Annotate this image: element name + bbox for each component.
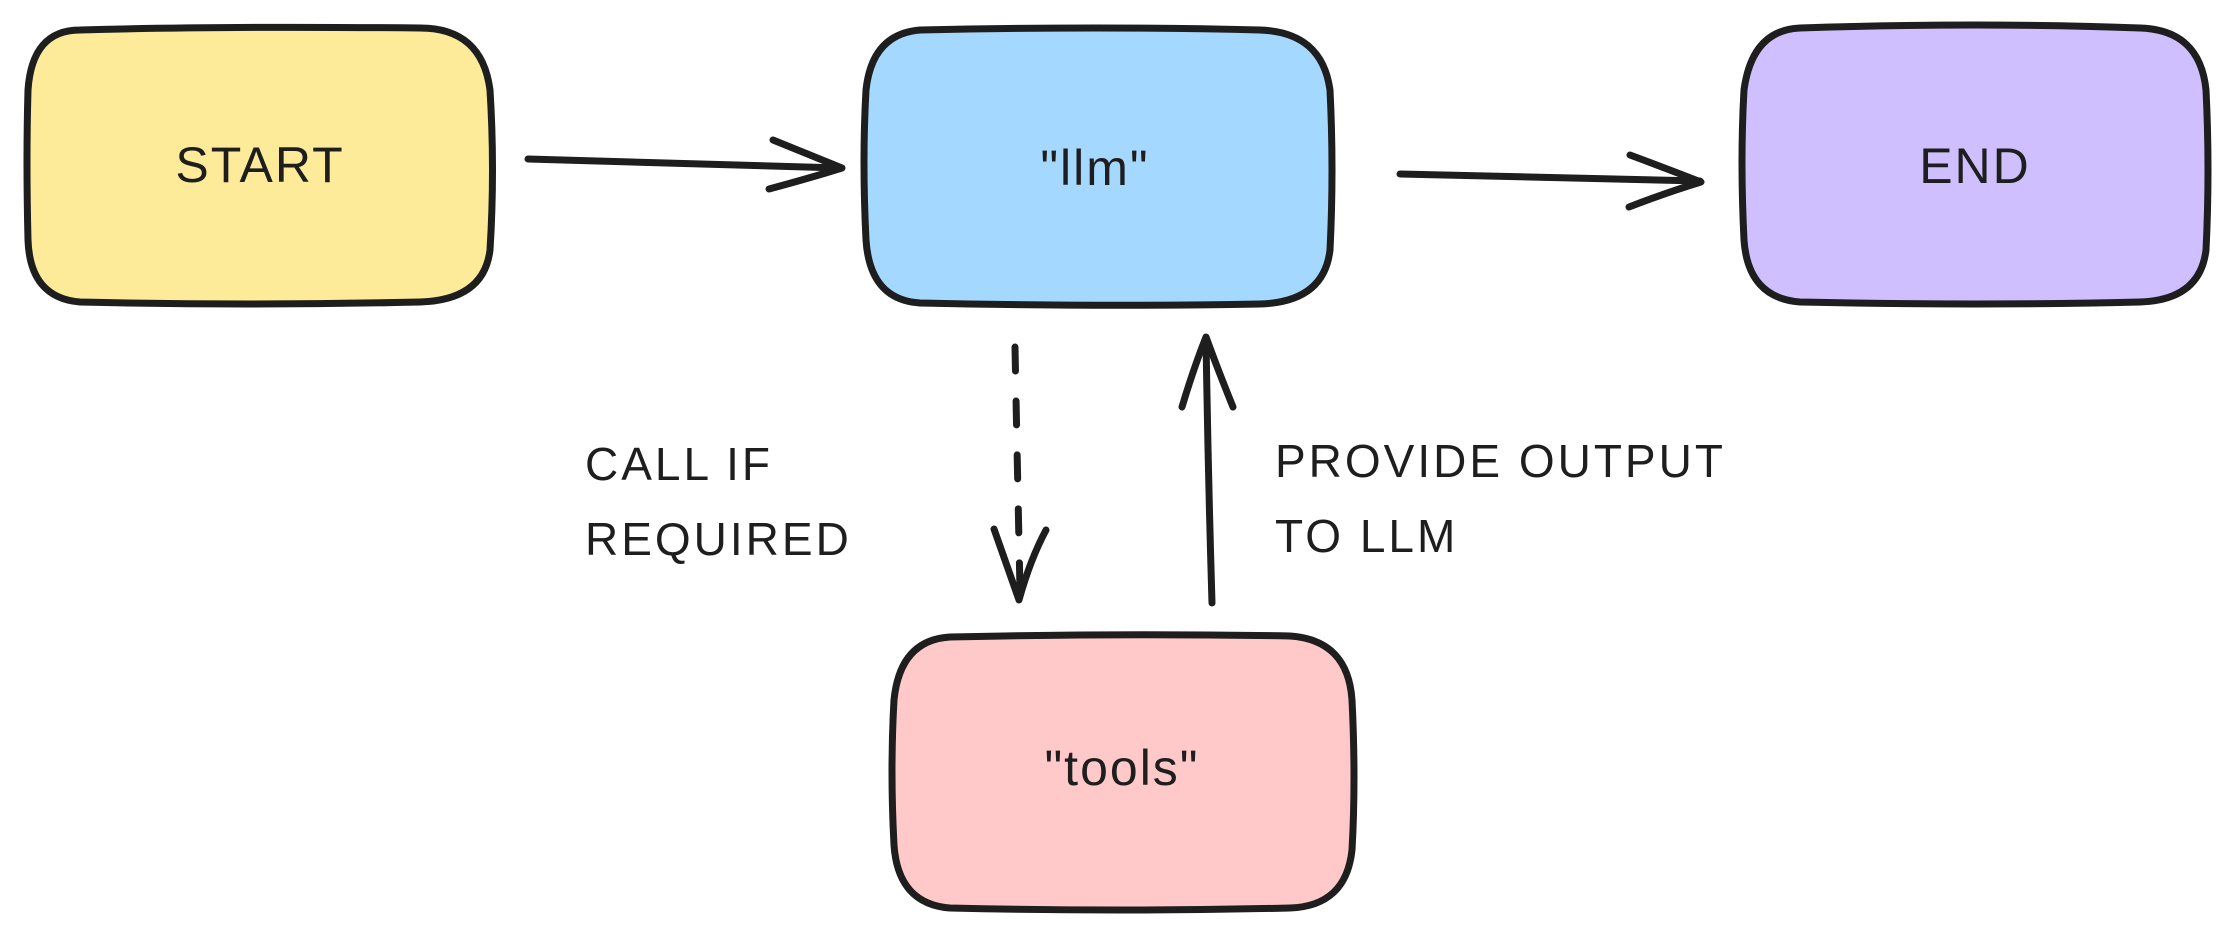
edge-start-to-llm-line bbox=[524, 155, 844, 172]
node-llm-label: "llm" bbox=[1040, 140, 1149, 196]
edge-start-to-llm[interactable] bbox=[524, 136, 846, 193]
node-end-box bbox=[1738, 21, 2212, 308]
edge-llm-to-tools[interactable] bbox=[990, 343, 1050, 604]
node-start[interactable]: START bbox=[23, 23, 496, 308]
node-start-box bbox=[23, 23, 496, 308]
arrowhead-up-icon bbox=[1178, 333, 1237, 411]
node-start-label: START bbox=[175, 137, 344, 193]
edge-tools-to-llm[interactable] bbox=[1178, 333, 1237, 607]
edge-llm-to-end[interactable] bbox=[1396, 151, 1705, 211]
node-tools[interactable]: "tools" bbox=[888, 631, 1358, 914]
edge-label-provide-output: PROVIDE OUTPUT TO LLM bbox=[1275, 435, 1726, 562]
node-llm-box bbox=[860, 24, 1336, 309]
node-end-label: END bbox=[1919, 138, 2031, 194]
node-tools-label: "tools" bbox=[1044, 740, 1199, 796]
edge-llm-to-tools-line bbox=[1011, 343, 1024, 594]
edge-label-line: PROVIDE OUTPUT bbox=[1275, 435, 1726, 487]
arrowhead-right-icon bbox=[1625, 151, 1705, 211]
node-llm[interactable]: "llm" bbox=[860, 24, 1336, 309]
arrowhead-right-icon bbox=[765, 136, 846, 193]
node-end[interactable]: END bbox=[1738, 21, 2212, 308]
edge-label-line: TO LLM bbox=[1275, 510, 1458, 562]
edge-label-call-if-required: CALL IF REQUIRED bbox=[585, 438, 852, 565]
edge-label-line: CALL IF bbox=[585, 438, 773, 490]
edge-label-line: REQUIRED bbox=[585, 513, 852, 565]
node-tools-box bbox=[888, 631, 1358, 914]
edge-tools-to-llm-line bbox=[1202, 334, 1216, 607]
arrowhead-down-icon bbox=[990, 525, 1050, 604]
edge-llm-to-end-line bbox=[1396, 170, 1704, 185]
